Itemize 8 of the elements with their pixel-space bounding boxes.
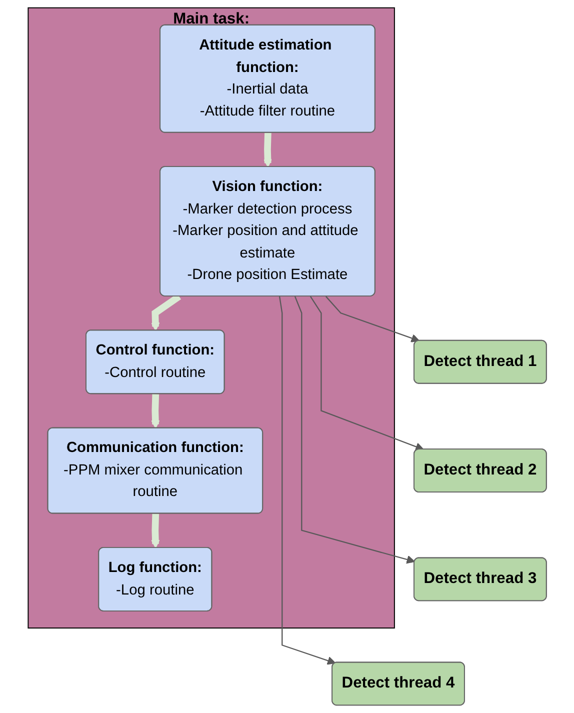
arrow	[325, 296, 420, 342]
arrow	[150, 514, 160, 548]
arrow	[150, 294, 181, 331]
arrow	[294, 296, 415, 564]
arrow	[278, 296, 336, 665]
arrow	[150, 394, 160, 429]
arrow	[310, 296, 424, 451]
arrow	[263, 132, 272, 168]
